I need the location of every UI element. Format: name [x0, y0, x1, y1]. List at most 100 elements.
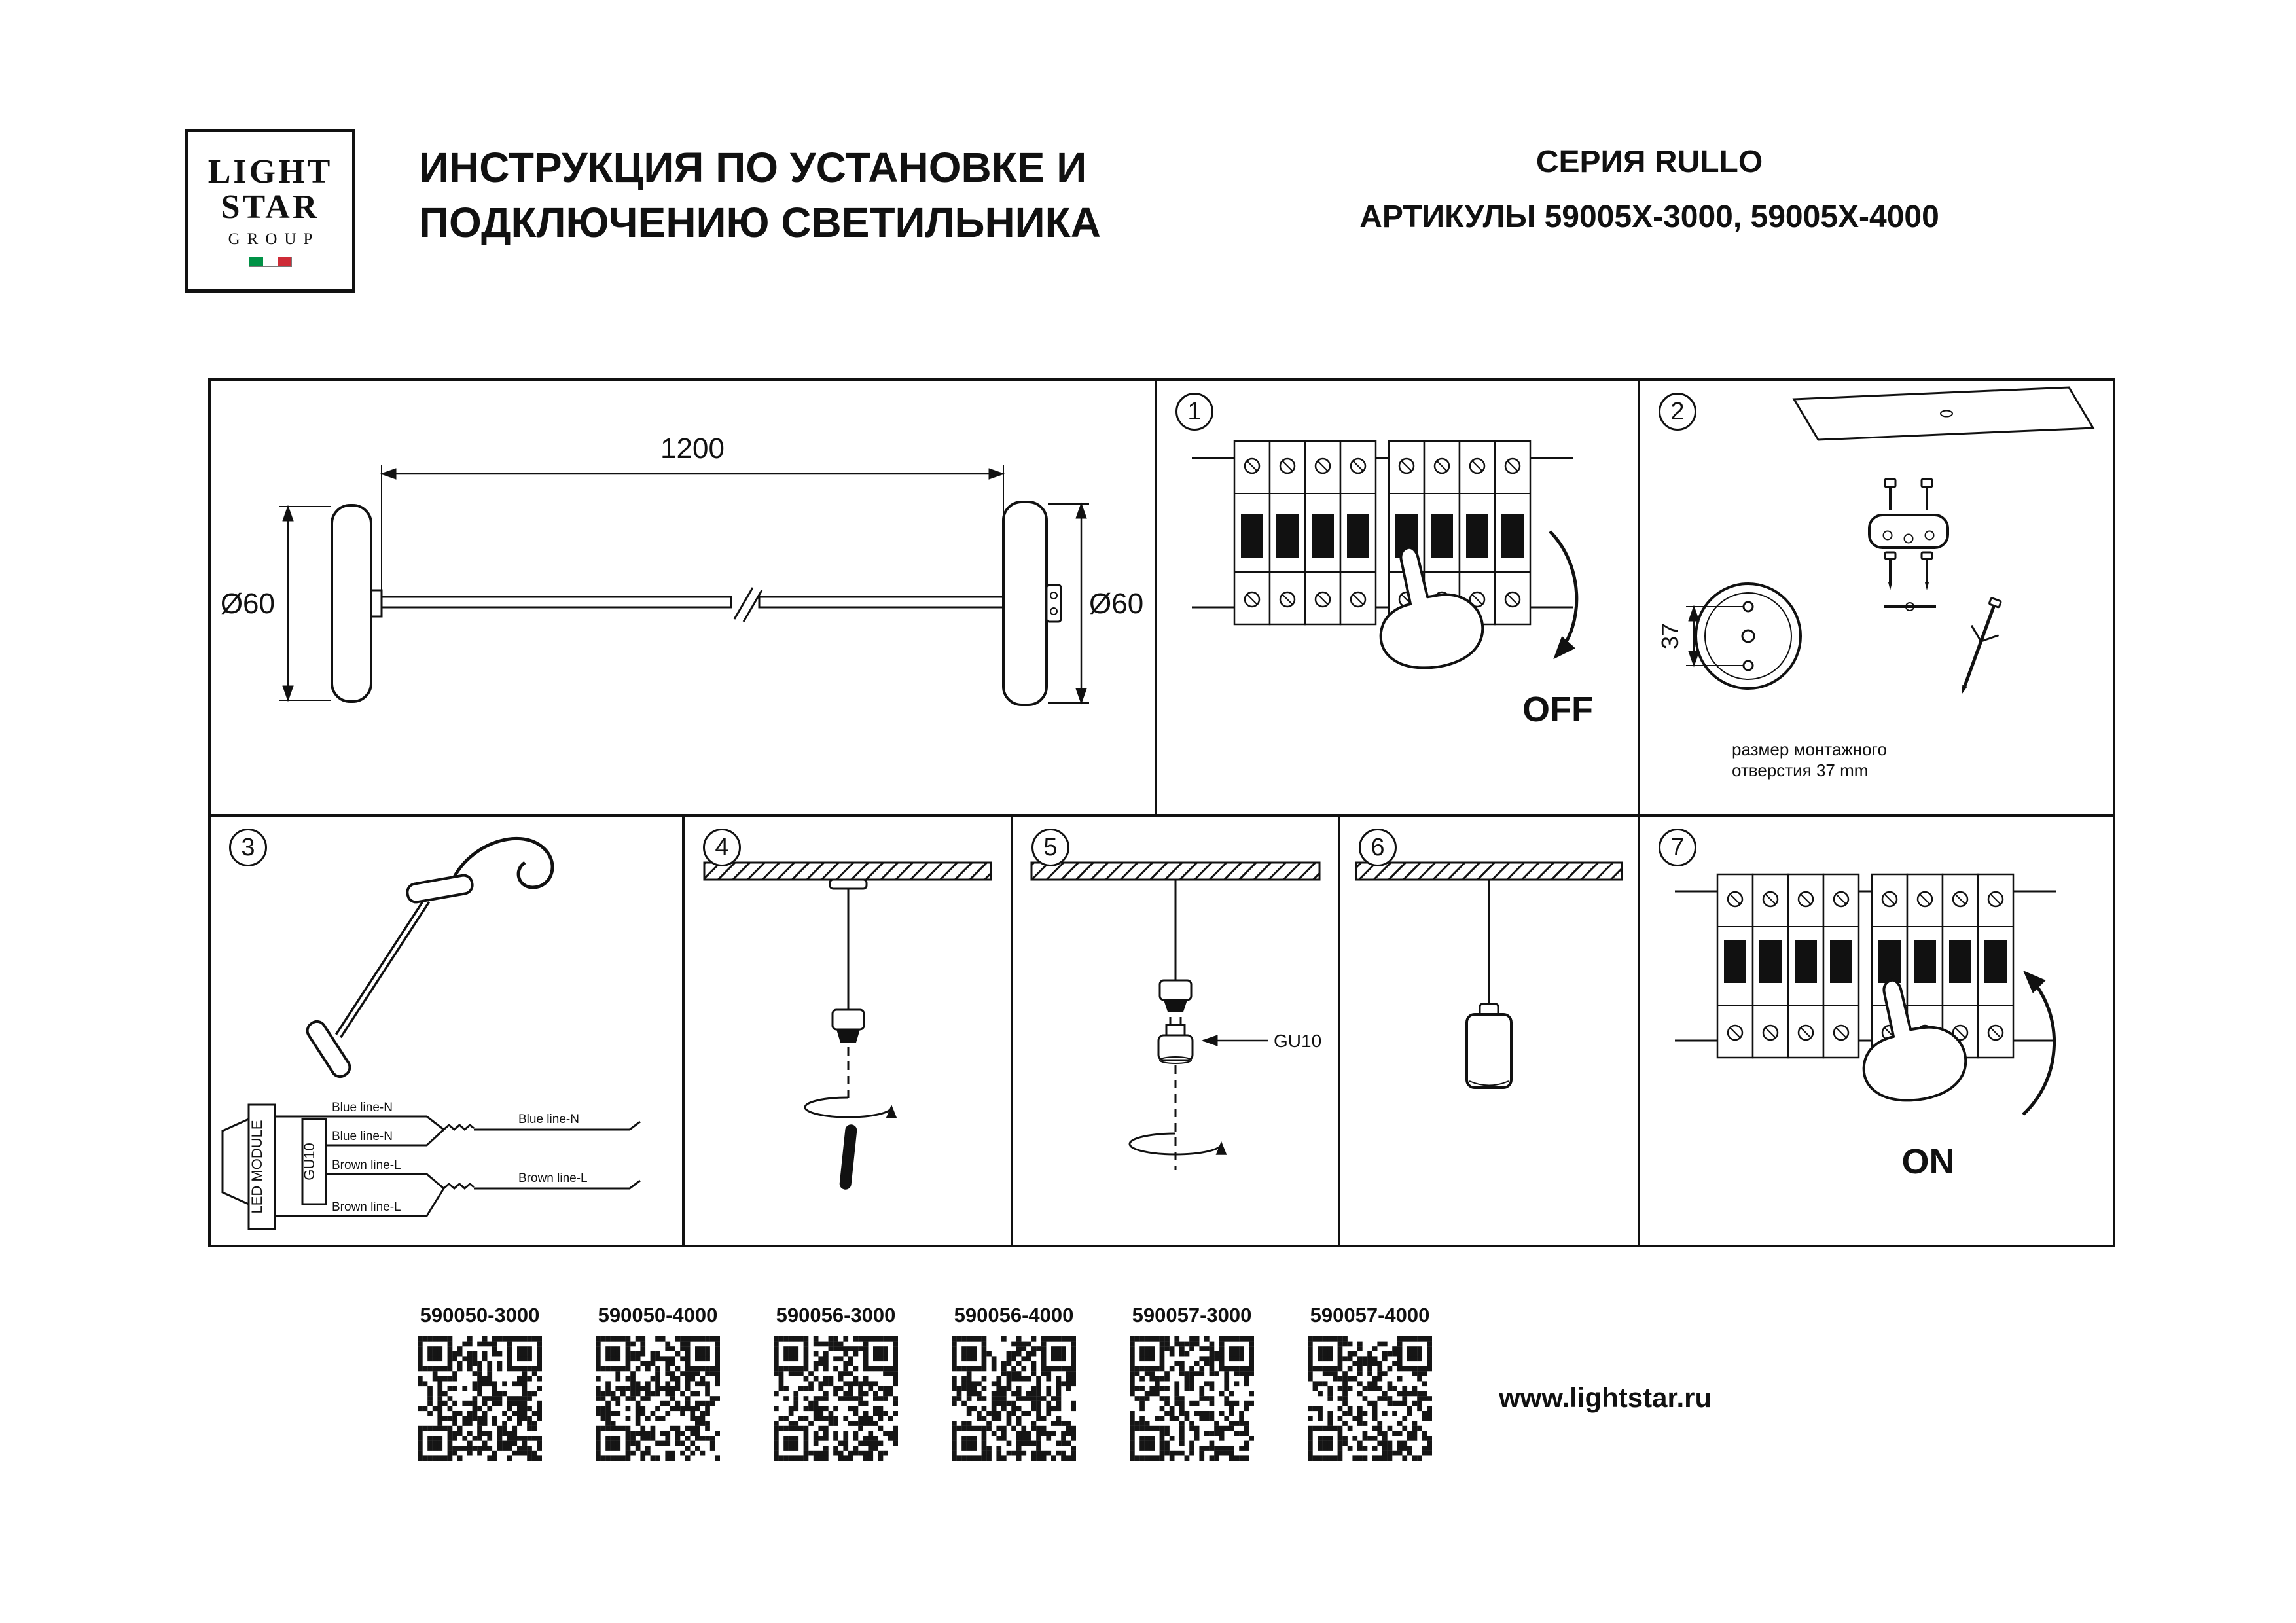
lamp-head-disc	[331, 504, 372, 703]
breaker-on-drawing: ON	[1675, 817, 2056, 1181]
right-diameter-label: Ø60	[1089, 588, 1143, 620]
canopy-top-view	[1695, 582, 1802, 690]
wire-junctions	[443, 1120, 641, 1190]
lamp-holder	[1158, 979, 1193, 1001]
ceiling-hatch	[1030, 861, 1321, 881]
wire-label: Brown line-L	[332, 1200, 401, 1214]
rod-install-drawing	[703, 861, 992, 1190]
article-label: 590057-4000	[1310, 1304, 1430, 1327]
pointing-hand-icon	[1862, 978, 1967, 1102]
bulb-install-drawing: GU10	[1030, 861, 1321, 1170]
step-7-panel: 7 ON	[1638, 814, 2113, 1245]
step-2-panel: 2	[1638, 381, 2113, 814]
qr-code	[1308, 1336, 1433, 1461]
rotation-arrow	[804, 1096, 897, 1118]
series-name: СЕРИЯ RULLO	[1535, 145, 1763, 179]
logo-word-star: STAR	[221, 188, 320, 226]
article-label: 590057-3000	[1132, 1304, 1252, 1327]
article-numbers: АРТИКУЛЫ 59005X-3000, 59005X-4000	[1359, 200, 1939, 234]
lamp-cable	[452, 836, 554, 889]
qr-code	[418, 1336, 543, 1461]
logo-word-light: LIGHT	[207, 152, 333, 190]
italian-flag-icon	[249, 257, 292, 268]
mains-wire-label: Blue line-N	[518, 1113, 579, 1126]
switch-up-arrow	[2022, 971, 2056, 1116]
wire-label: Blue line-N	[332, 1130, 393, 1143]
anchor-screw	[1962, 597, 2002, 694]
page-title: ИНСТРУКЦИЯ ПО УСТАНОВКЕ И ПОДКЛЮЧЕНИЮ СВ…	[419, 140, 1101, 251]
step-number: 7	[1659, 829, 1696, 866]
finished-pendant-drawing	[1355, 861, 1623, 1089]
qr-item: 590057-4000	[1308, 1304, 1433, 1461]
canopy-screws	[1884, 551, 1933, 590]
mains-wire-label: Brown line-L	[518, 1171, 588, 1185]
pointing-hand-icon	[1379, 546, 1484, 669]
article-label: 590050-3000	[420, 1304, 540, 1327]
off-label: OFF	[1522, 690, 1593, 729]
lamp-technical-drawing: 1200 Ø60	[221, 433, 1143, 706]
mounting-drawing: 37 размер монтажного отверстия 37 mm	[1657, 386, 2095, 780]
switch-down-arrow	[1549, 530, 1579, 660]
ceiling-slab	[1792, 386, 2095, 441]
step-6-panel: 6	[1338, 814, 1638, 1245]
qr-item: 590056-4000	[952, 1304, 1077, 1461]
step-number: 1	[1175, 393, 1213, 431]
wiring-drawing: LED MODULE GU10 Blue line-N Blue line-N …	[221, 836, 641, 1230]
hole-size-caption-1: размер монтажного	[1732, 740, 1887, 759]
step-number: 2	[1659, 393, 1696, 431]
breaker-off-drawing: OFF	[1192, 381, 1593, 729]
left-diameter-label: Ø60	[221, 588, 275, 620]
rotation-arrow	[1128, 1132, 1227, 1156]
gu10-bulb	[1157, 1017, 1194, 1064]
ceiling-mount-disc	[1002, 501, 1048, 706]
lightstar-logo: LIGHT STAR GROUP	[185, 129, 355, 293]
connector-plug	[221, 1117, 250, 1206]
on-label: ON	[1902, 1142, 1955, 1181]
qr-code	[596, 1336, 721, 1461]
qr-code	[774, 1336, 899, 1461]
logo-word-group: GROUP	[228, 230, 320, 249]
lamp-icon	[306, 836, 554, 1079]
lamp-holder	[831, 1008, 865, 1031]
article-label: 590056-4000	[954, 1304, 1074, 1327]
length-dimension-label: 1200	[660, 433, 725, 465]
wire-label: Blue line-N	[332, 1101, 393, 1115]
ceiling-hatch	[1355, 861, 1623, 881]
qr-code	[1130, 1336, 1255, 1461]
ceiling-hatch	[703, 861, 992, 881]
step-number: 4	[703, 829, 741, 866]
qr-item: 590056-3000	[774, 1304, 899, 1461]
circuit-breaker-panel-icon	[1192, 441, 1573, 624]
lamp-rod	[380, 596, 732, 609]
qr-item: 590050-3000	[418, 1304, 543, 1461]
title-line-1: ИНСТРУКЦИЯ ПО УСТАНОВКЕ И	[419, 144, 1087, 191]
led-module-box	[247, 1103, 276, 1230]
break-symbol	[733, 587, 754, 620]
gu10-socket-label: GU10	[301, 1143, 317, 1180]
instruction-panels: 1200 Ø60	[208, 378, 2115, 1247]
decorative-rod	[839, 1124, 857, 1190]
circuit-breaker-panel-icon	[1675, 874, 2056, 1058]
qr-code	[952, 1336, 1077, 1461]
hole-size-caption-2: отверстия 37 mm	[1732, 760, 1868, 780]
gu10-box	[301, 1118, 327, 1205]
article-label: 590050-4000	[598, 1304, 718, 1327]
website-url: www.lightstar.ru	[1499, 1382, 1712, 1413]
mounting-screws	[1884, 478, 1933, 510]
article-label: 590056-3000	[776, 1304, 896, 1327]
series-block: СЕРИЯ RULLO АРТИКУЛЫ 59005X-3000, 59005X…	[1230, 147, 2068, 235]
step-number: 3	[229, 829, 267, 866]
step-number: 6	[1359, 829, 1397, 866]
qr-item: 590057-3000	[1130, 1304, 1255, 1461]
step-number: 5	[1031, 829, 1069, 866]
bulb-label: GU10	[1274, 1031, 1321, 1051]
step-5-panel: 5 GU10	[1011, 814, 1338, 1245]
cylinder-shade	[1465, 1013, 1513, 1089]
panel-dimensions-drawing: 1200 Ø60	[211, 381, 1155, 814]
ceiling-attachment	[829, 878, 868, 890]
title-line-2: ПОДКЛЮЧЕНИЮ СВЕТИЛЬНИКА	[419, 199, 1101, 247]
step-3-panel: 3 LED MODULE GU10	[211, 814, 682, 1245]
fixture-wires	[275, 1115, 445, 1217]
wire-label: Brown line-L	[332, 1158, 401, 1172]
